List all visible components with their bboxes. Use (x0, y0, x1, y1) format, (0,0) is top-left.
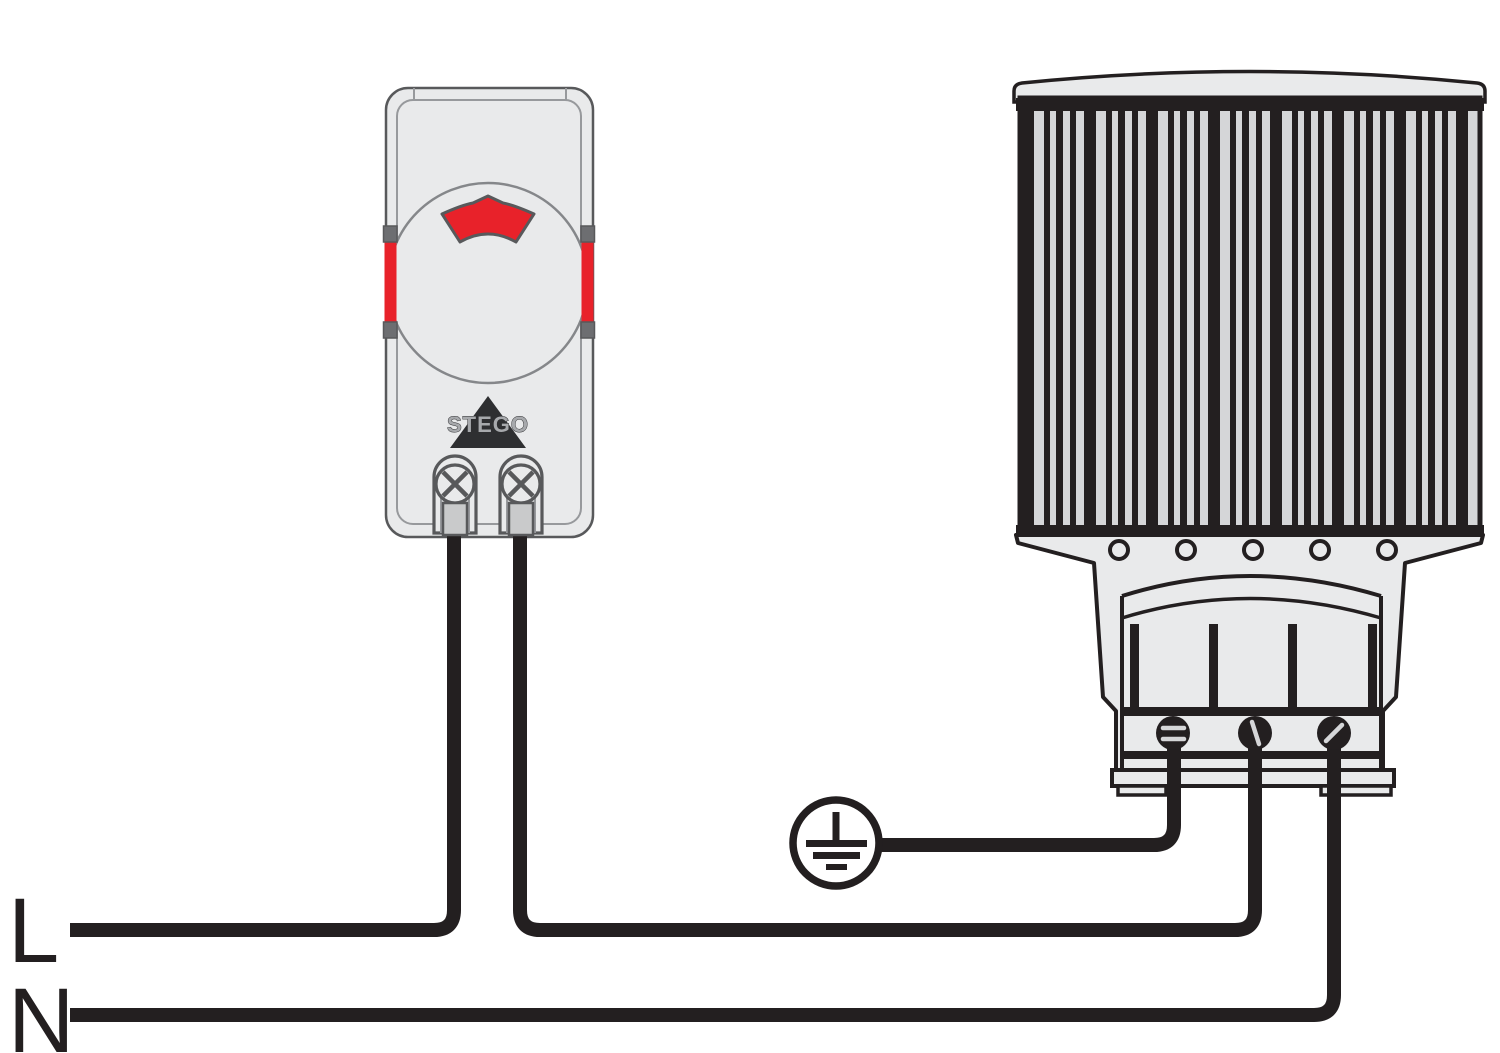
heater-top-cap (1012, 69, 1487, 104)
label-neutral: N (8, 970, 74, 1053)
wires (70, 534, 1341, 1022)
brand-logo-text: STEGO (447, 412, 529, 437)
heater-terminal-screw-left (1156, 716, 1190, 750)
mounting-hole (1108, 539, 1130, 561)
wire-earth-to-heater (879, 741, 1181, 852)
terminal-arch-outer (1121, 574, 1382, 598)
wire-neutral-to-heater (70, 741, 1341, 1022)
wire-thermostat-to-heater (513, 534, 1262, 937)
thermostat-wire-clamp-right (507, 501, 535, 537)
earth-bar-long (806, 840, 867, 847)
wire-line-to-thermostat (70, 534, 461, 937)
dial-side-indicator-right (580, 225, 596, 339)
mounting-hole (1242, 539, 1264, 561)
heater-top-manifold (1016, 98, 1484, 111)
earth-stem (832, 812, 840, 844)
protective-earth-icon (789, 796, 883, 890)
divider-bar (1130, 624, 1139, 714)
label-line: L (8, 880, 59, 982)
dial-red-edge-right (581, 241, 594, 323)
heater-terminal-screws (1156, 716, 1351, 750)
heater-foot-right (1319, 784, 1393, 797)
slot-cap (382, 321, 398, 339)
thermostat: STEGO (382, 86, 596, 539)
terminal-dividers (1130, 624, 1377, 714)
divider-bar (1368, 624, 1377, 714)
mounting-hole (1376, 539, 1398, 561)
heater-foot-left (1116, 784, 1168, 797)
thermostat-wire-clamp-left (441, 501, 469, 537)
stego-triangle-icon (450, 396, 526, 448)
slot-cap (580, 225, 596, 243)
heater-terminal-screw-right (1317, 716, 1351, 750)
dial-pointer (440, 194, 536, 244)
heater-terminal-screw-middle (1238, 716, 1272, 750)
terminal-rail-upper (1124, 707, 1380, 716)
slot-cap (382, 225, 398, 243)
earth-bar-short (826, 864, 847, 870)
mounting-hole (1175, 539, 1197, 561)
mounting-hole (1309, 539, 1331, 561)
divider-bar (1288, 624, 1297, 714)
terminal-arch-inner (1121, 596, 1382, 620)
divider-bar (1209, 624, 1218, 714)
dial-red-edge-left (384, 241, 397, 323)
heater (1012, 69, 1487, 797)
thermostat-terminal-screw-right (500, 463, 542, 505)
brand-logo: STEGO (447, 396, 529, 448)
earth-bar-medium (813, 852, 860, 859)
dial-side-indicator-left (382, 225, 398, 339)
slot-cap (580, 321, 596, 339)
heater-fins (1020, 110, 1480, 528)
thermostat-terminal-screw-left (434, 463, 476, 505)
heater-mounting-holes (1108, 539, 1398, 561)
